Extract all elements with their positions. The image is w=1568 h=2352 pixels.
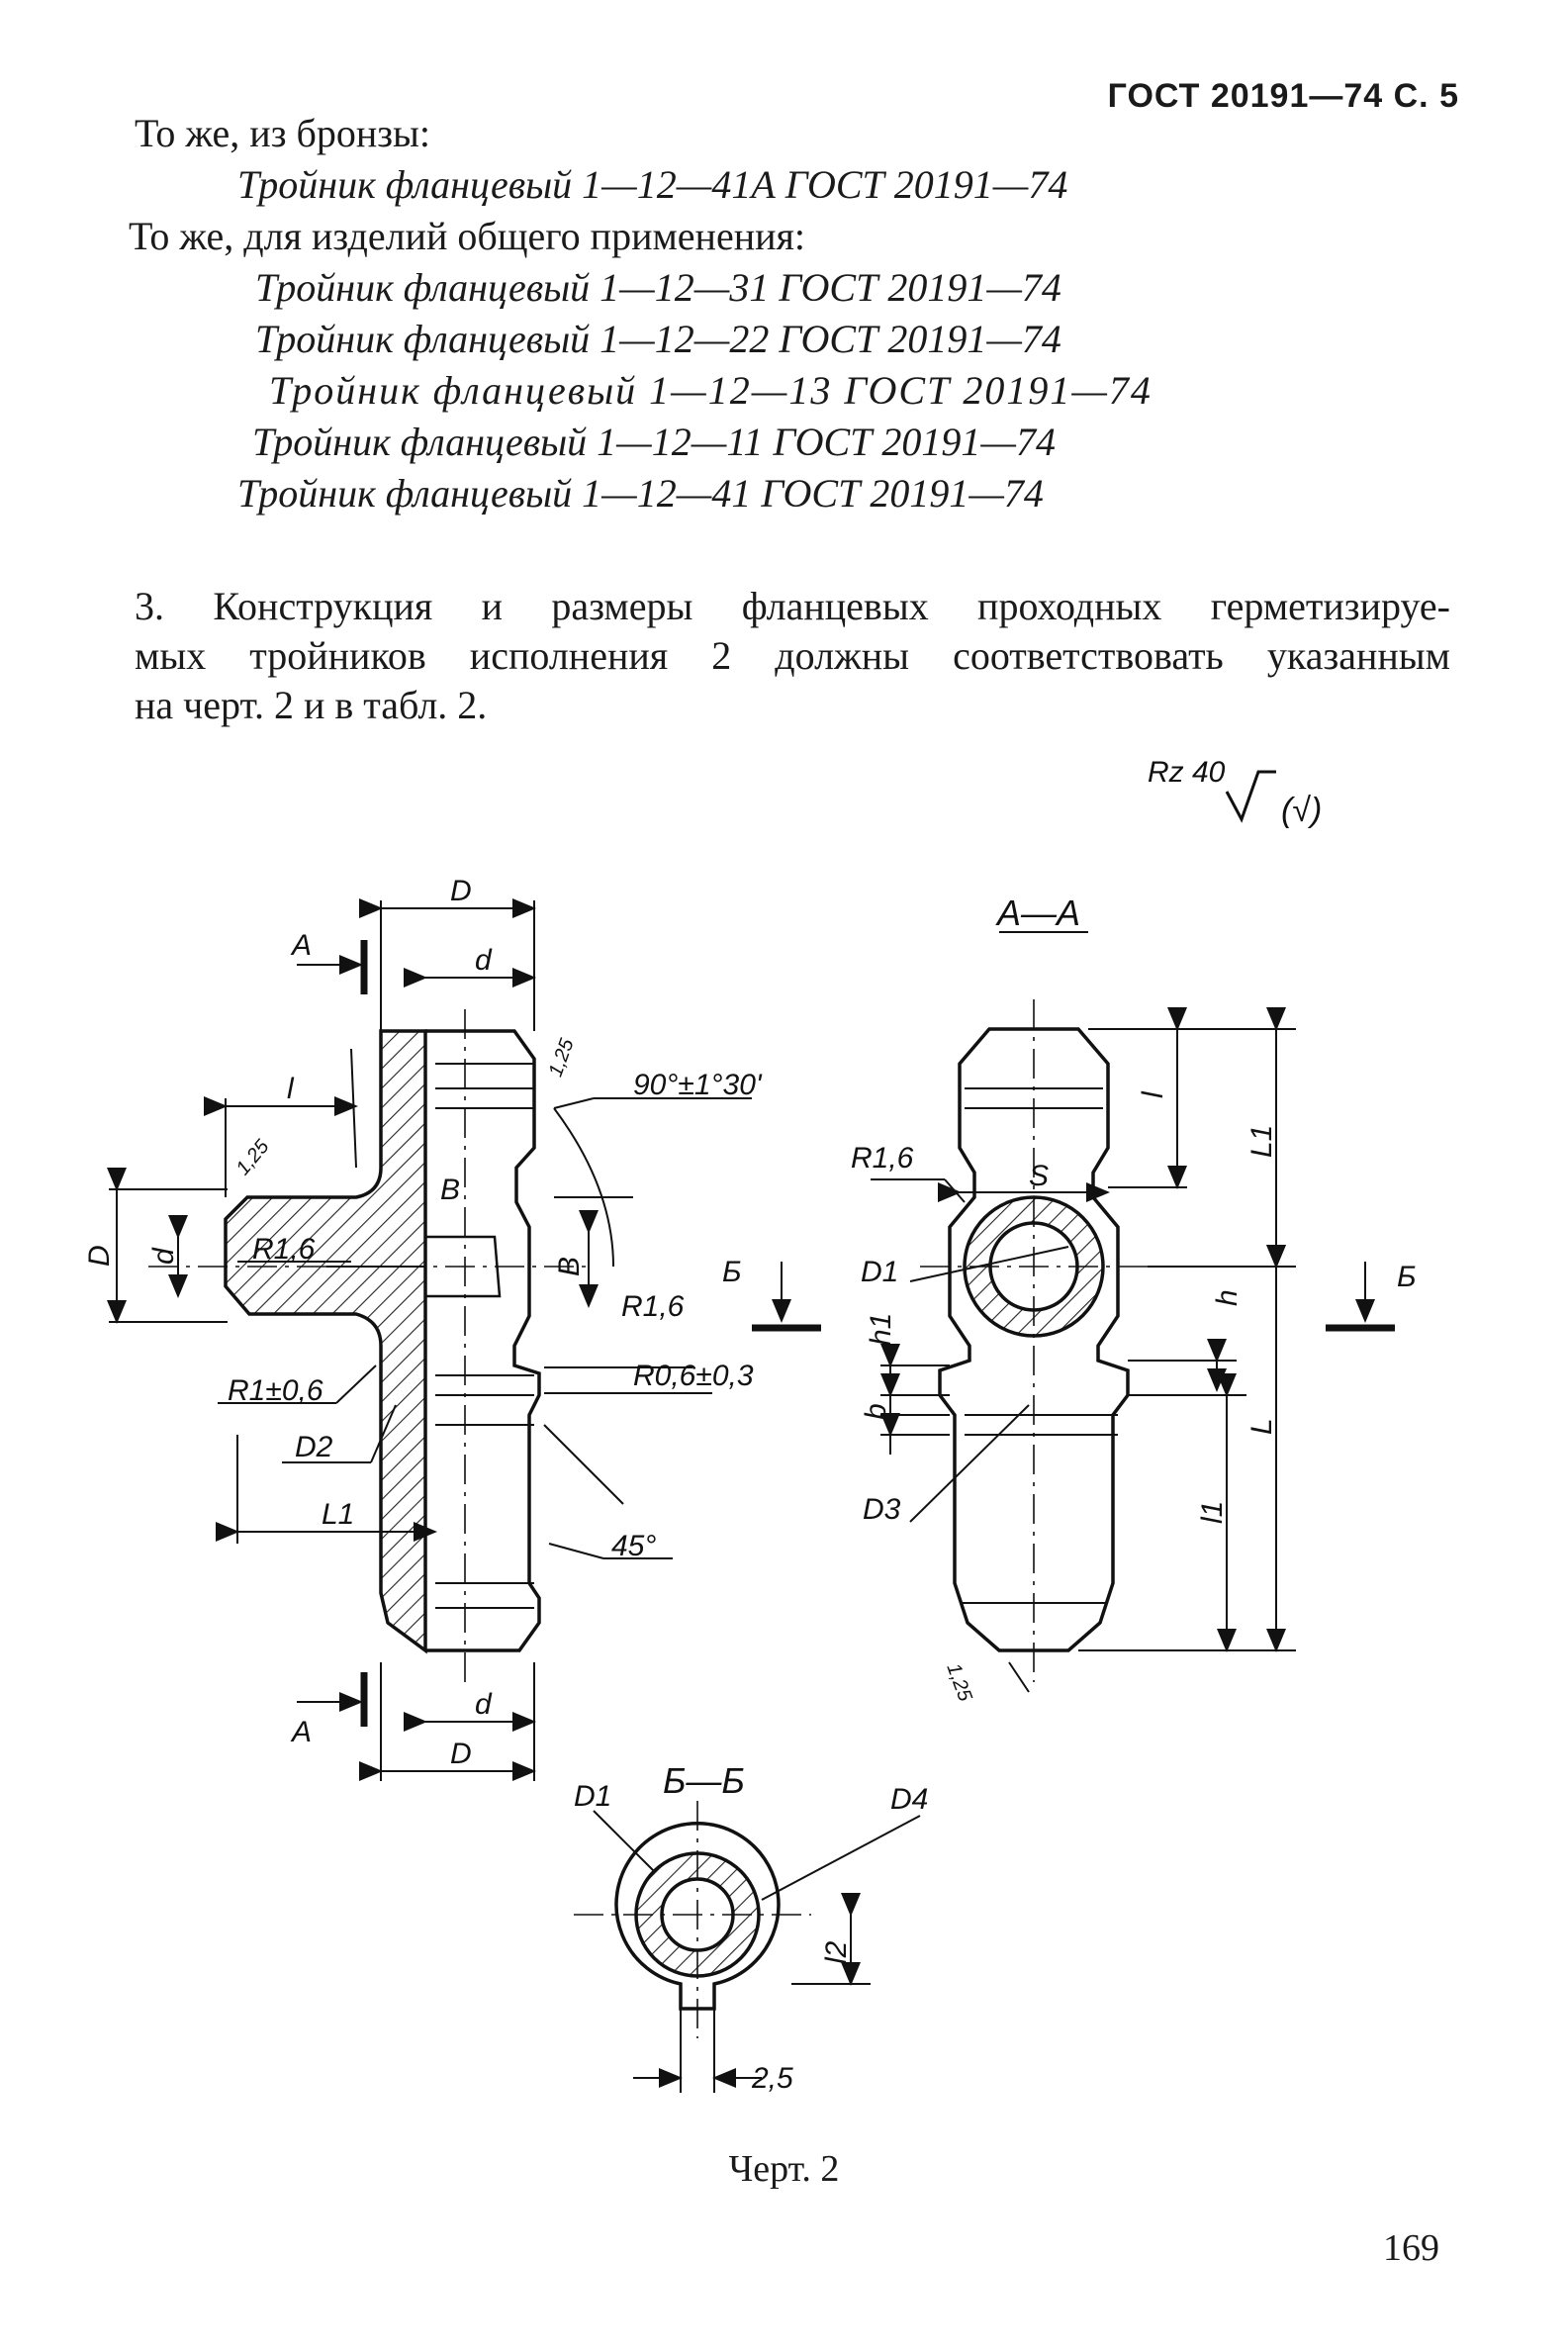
paragraph-3: 3. Конструкция и размеры фланцевых прохо… bbox=[135, 582, 1450, 730]
angle-45: 45° bbox=[611, 1530, 656, 1562]
roughness-symbol: Rz 40 (√) bbox=[1148, 756, 1322, 829]
dim-D1-AA: D1 bbox=[861, 1256, 898, 1288]
radius-AA: R1,6 bbox=[851, 1142, 914, 1175]
section-A-top: А bbox=[290, 929, 312, 962]
section-BB-dimensions bbox=[593, 1810, 921, 2093]
radius-flange: R1±0,6 bbox=[228, 1374, 323, 1407]
dim-d-bottom: d bbox=[475, 1688, 493, 1721]
section-B-right: Б bbox=[1397, 1261, 1417, 1293]
roughness-value: Rz 40 bbox=[1148, 756, 1226, 789]
section-B-left: Б bbox=[722, 1256, 742, 1288]
front-view-labels: D d А l 1,25 1,25 90°±1°30' D d R1,6 B B… bbox=[83, 875, 763, 1770]
chamfer-top: 1,25 bbox=[545, 1035, 579, 1080]
section-BB-view bbox=[574, 1801, 811, 2038]
item-general-1: Тройник фланцевый 1—12—31 ГОСТ 20191—74 bbox=[255, 265, 1061, 310]
dim-D3: D3 bbox=[863, 1493, 901, 1526]
item-general-3: Тройник фланцевый 1—12—13 ГОСТ 20191—74 bbox=[269, 368, 1153, 413]
roughness-paren: (√) bbox=[1281, 792, 1322, 829]
dim-d-left: d bbox=[147, 1247, 180, 1265]
dim-l2: l2 bbox=[820, 1940, 853, 1964]
dim-D-bottom: D bbox=[450, 1738, 472, 1770]
front-view-dimensions bbox=[107, 898, 752, 1781]
section-AA-labels: А—А l L1 L l1 S R1,6 D1 h1 b h D3 1,25 bbox=[851, 893, 1278, 1705]
dim-D2: D2 bbox=[295, 1431, 333, 1463]
figure-caption: Черт. 2 bbox=[728, 2148, 840, 2190]
dim-D-top: D bbox=[450, 875, 472, 907]
intro-general: То же, для изделий общего применения: bbox=[129, 214, 806, 258]
dim-B-side: B bbox=[553, 1257, 586, 1276]
dim-B-top: B bbox=[440, 1174, 460, 1206]
page-header: ГОСТ 20191—74 С. 5 bbox=[1107, 77, 1459, 115]
dim-D1-BB: D1 bbox=[574, 1780, 611, 1813]
radius-outer: R1,6 bbox=[621, 1290, 685, 1323]
section-BB-title: Б—Б bbox=[663, 1760, 745, 1801]
dim-angle: 90°±1°30' bbox=[633, 1069, 763, 1101]
item-general-2: Тройник фланцевый 1—12—22 ГОСТ 20191—74 bbox=[255, 317, 1061, 361]
dim-L1-left: L1 bbox=[322, 1498, 354, 1531]
dim-l-AA: l bbox=[1137, 1090, 1169, 1098]
item-general-4: Тройник фланцевый 1—12—11 ГОСТ 20191—74 bbox=[252, 420, 1056, 464]
para3-line2: мых тройников исполнения 2 должны соотве… bbox=[135, 633, 1450, 678]
dim-h: h bbox=[1211, 1289, 1244, 1306]
intro-bronze: То же, из бронзы: bbox=[135, 111, 431, 155]
para3-line1: 3. Конструкция и размеры фланцевых прохо… bbox=[135, 584, 1450, 628]
dim-d-top: d bbox=[475, 944, 493, 977]
section-arrows-B bbox=[752, 1262, 1395, 1332]
dim-D-left: D bbox=[83, 1245, 116, 1267]
dim-L1-AA: L1 bbox=[1245, 1125, 1278, 1158]
dim-l-left: l bbox=[287, 1073, 295, 1105]
dim-slot-width: 2,5 bbox=[751, 2062, 793, 2095]
dim-L-AA: L bbox=[1245, 1418, 1278, 1435]
dim-D4: D4 bbox=[890, 1783, 928, 1816]
item-general-5: Тройник фланцевый 1—12—41 ГОСТ 20191—74 bbox=[237, 471, 1044, 516]
section-AA-view bbox=[920, 999, 1148, 1682]
section-A-bottom: А bbox=[290, 1716, 312, 1748]
dim-h1: h1 bbox=[865, 1313, 897, 1346]
page-number: 169 bbox=[1383, 2227, 1439, 2269]
front-view bbox=[148, 1009, 594, 1682]
radius-inner: R1,6 bbox=[252, 1233, 316, 1266]
dim-l1-AA: l1 bbox=[1196, 1501, 1229, 1524]
radius-groove: R0,6±0,3 bbox=[633, 1360, 754, 1392]
chamfer-AA: 1,25 bbox=[942, 1660, 975, 1705]
item-bronze: Тройник фланцевый 1—12—41А ГОСТ 20191—74 bbox=[237, 162, 1068, 207]
para3-line3: на черт. 2 и в табл. 2. bbox=[135, 683, 488, 727]
section-BB-labels: Б—Б D1 D4 l2 2,5 bbox=[574, 1760, 928, 2095]
section-AA-title: А—А bbox=[995, 893, 1080, 933]
dim-b: b bbox=[860, 1403, 892, 1420]
dim-S: S bbox=[1029, 1160, 1049, 1192]
section-AA-dimensions bbox=[871, 931, 1296, 1693]
chamfer-left: 1,25 bbox=[232, 1135, 274, 1179]
